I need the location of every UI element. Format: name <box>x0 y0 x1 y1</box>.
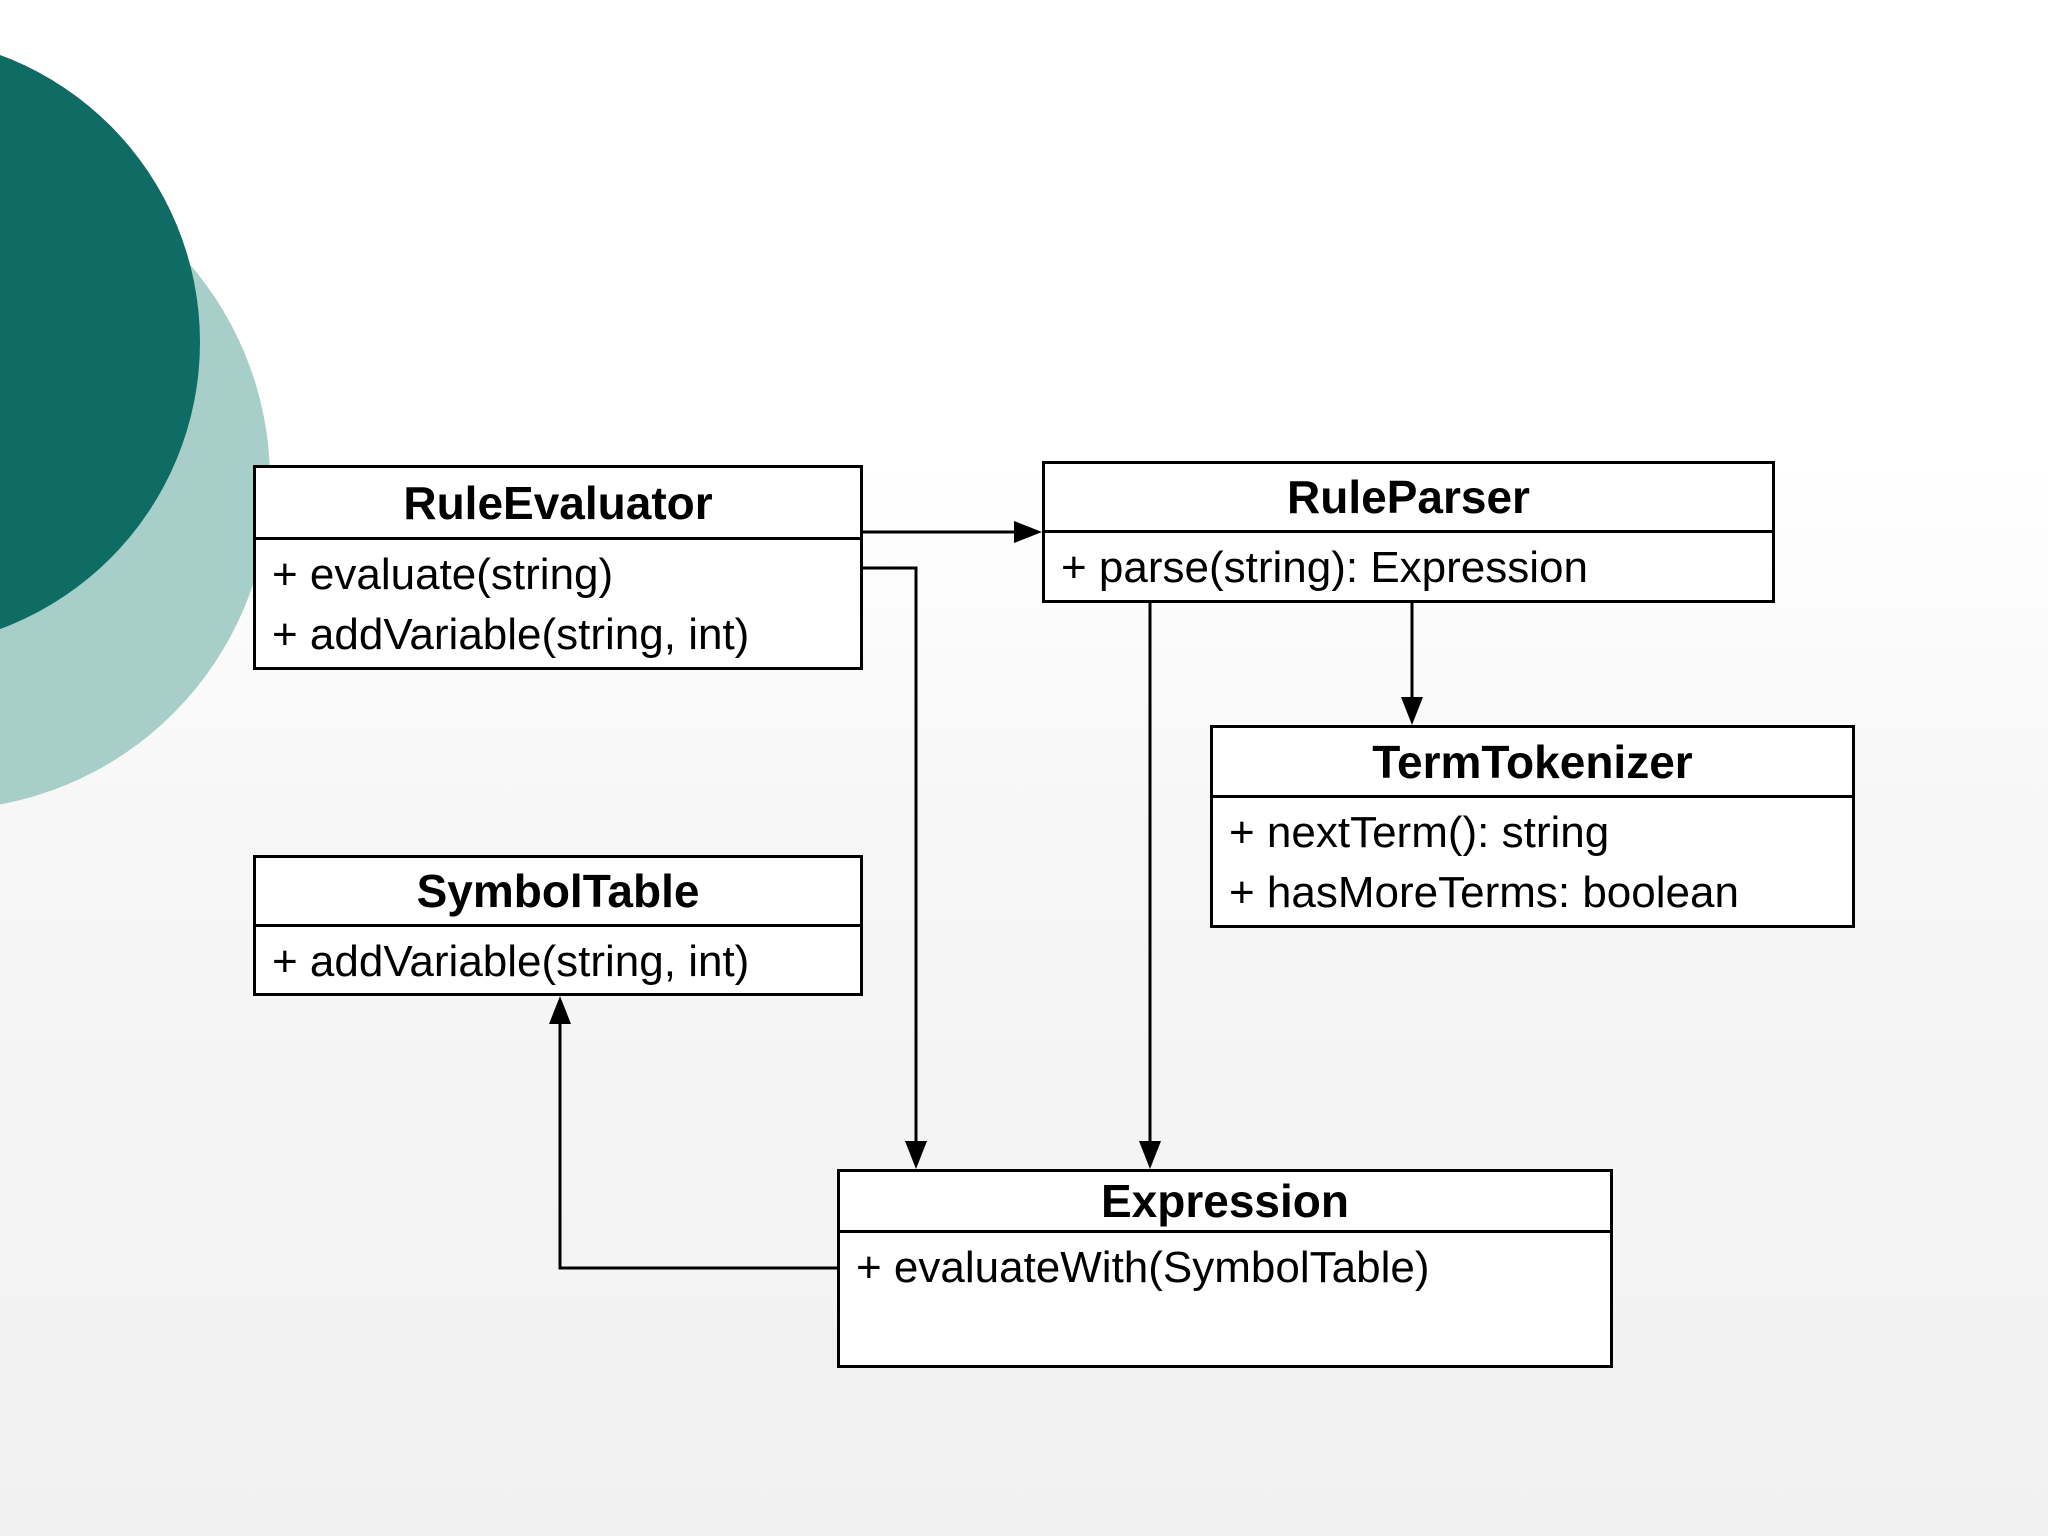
method-addvariable: + addVariable(string, int) <box>272 610 750 659</box>
method-evaluatewith: + evaluateWith(SymbolTable) <box>856 1243 1430 1292</box>
class-title-expression: Expression <box>840 1172 1610 1233</box>
class-title-symboltable: SymbolTable <box>256 858 860 927</box>
arrow-ruleparser-to-termtokenizer <box>1401 603 1423 725</box>
class-methods-termtokenizer: + nextTerm(): string + hasMoreTerms: boo… <box>1213 798 1852 923</box>
class-box-ruleevaluator: RuleEvaluator + evaluate(string) + addVa… <box>253 465 863 670</box>
class-title-ruleparser: RuleParser <box>1045 464 1772 533</box>
arrow-ruleparser-to-expression <box>1139 603 1161 1169</box>
method-addvariable: + addVariable(string, int) <box>272 937 750 986</box>
class-box-termtokenizer: TermTokenizer + nextTerm(): string + has… <box>1210 725 1855 928</box>
method-nextterm: + nextTerm(): string <box>1229 808 1610 857</box>
method-parse: + parse(string): Expression <box>1061 543 1588 592</box>
class-title-ruleevaluator: RuleEvaluator <box>256 468 860 540</box>
class-box-expression: Expression + evaluateWith(SymbolTable) <box>837 1169 1613 1368</box>
class-box-ruleparser: RuleParser + parse(string): Expression <box>1042 461 1775 603</box>
class-methods-symboltable: + addVariable(string, int) <box>256 927 860 992</box>
class-methods-ruleevaluator: + evaluate(string) + addVariable(string,… <box>256 540 860 665</box>
arrow-ruleevaluator-to-expression <box>863 566 927 1169</box>
method-hasmoreterms: + hasMoreTerms: boolean <box>1229 868 1739 917</box>
class-title-termtokenizer: TermTokenizer <box>1213 728 1852 798</box>
class-box-symboltable: SymbolTable + addVariable(string, int) <box>253 855 863 996</box>
class-methods-expression: + evaluateWith(SymbolTable) <box>840 1233 1610 1298</box>
arrow-expression-to-symboltable <box>549 996 837 1270</box>
method-evaluate: + evaluate(string) <box>272 550 614 599</box>
class-methods-ruleparser: + parse(string): Expression <box>1045 533 1772 598</box>
arrow-ruleevaluator-to-ruleparser <box>863 521 1042 543</box>
